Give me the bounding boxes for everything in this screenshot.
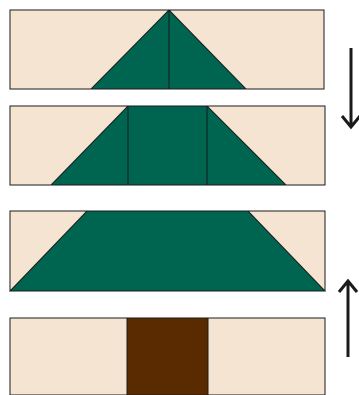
row-3 (8, 210, 327, 292)
row-4-brown-trunk (126, 317, 209, 395)
row-2 (9, 105, 326, 186)
row-2-green-trapezoid (49, 105, 288, 186)
row-3-green-trapezoid (8, 210, 327, 292)
arrow-up-icon (337, 278, 359, 357)
row-4 (9, 317, 326, 395)
arrow-down-icon (340, 48, 359, 130)
row-1 (9, 9, 325, 90)
